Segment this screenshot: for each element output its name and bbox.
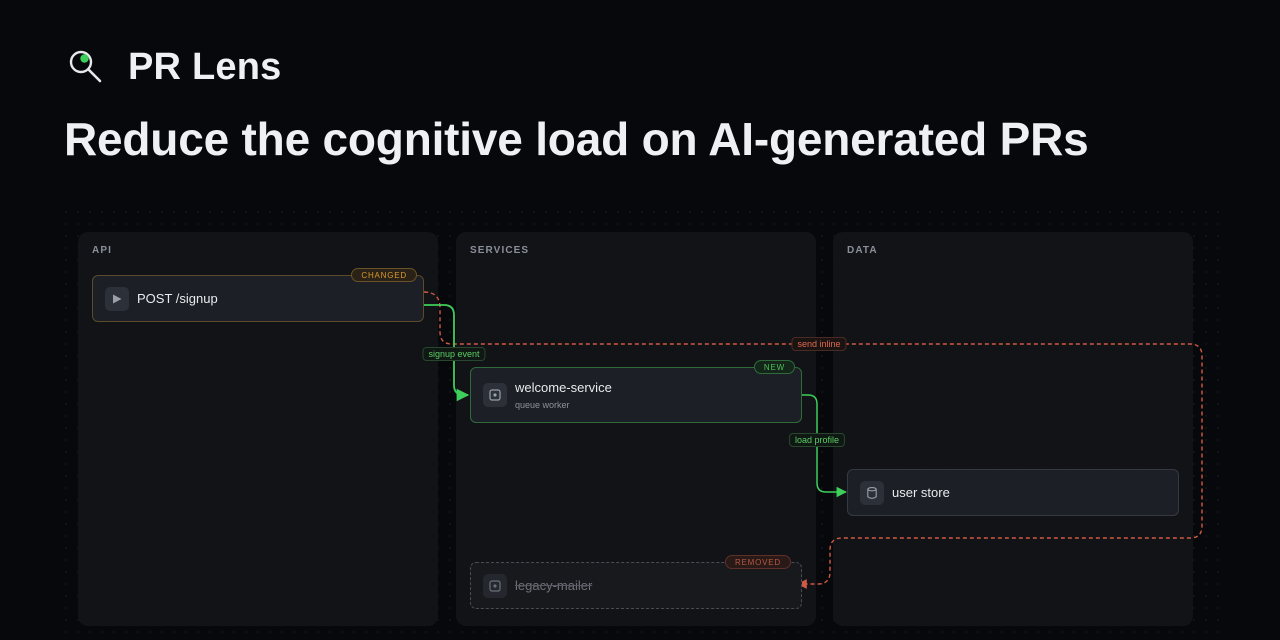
node-title: POST /signup <box>137 291 218 306</box>
app-title: PR Lens <box>128 45 282 88</box>
service-icon <box>483 573 507 598</box>
lane-data: DATA <box>833 232 1193 626</box>
node-title: legacy-mailer <box>515 578 593 593</box>
lane-title-services: SERVICES <box>470 245 530 256</box>
service-icon <box>483 383 507 407</box>
edge-label-send-inline: send inline <box>791 337 847 351</box>
node-welcome-service[interactable]: NEW welcome-service queue worker <box>470 360 802 423</box>
edge-label-load-profile: load profile <box>788 433 846 447</box>
magnifier-icon <box>69 50 102 83</box>
new-badge: NEW <box>753 360 795 374</box>
edge-label-signup-event: signup event <box>422 347 486 361</box>
lane-title-data: DATA <box>847 245 878 256</box>
node-title: welcome-service <box>515 380 612 395</box>
node-user-store[interactable]: user store <box>847 469 1179 516</box>
database-icon <box>860 480 884 505</box>
node-title: user store <box>892 485 950 500</box>
node-legacy-mailer[interactable]: REMOVED legacy-mailer <box>470 555 802 609</box>
page-headline: Reduce the cognitive load on AI-generate… <box>64 113 1089 165</box>
lane-title-api: API <box>92 245 112 256</box>
node-post-signup[interactable]: CHANGED POST /signup <box>92 268 424 322</box>
changed-badge: CHANGED <box>351 268 417 282</box>
node-subtitle: queue worker <box>515 400 570 410</box>
play-icon <box>105 286 129 311</box>
removed-badge: REMOVED <box>724 555 791 569</box>
brand: PR Lens <box>66 44 281 90</box>
